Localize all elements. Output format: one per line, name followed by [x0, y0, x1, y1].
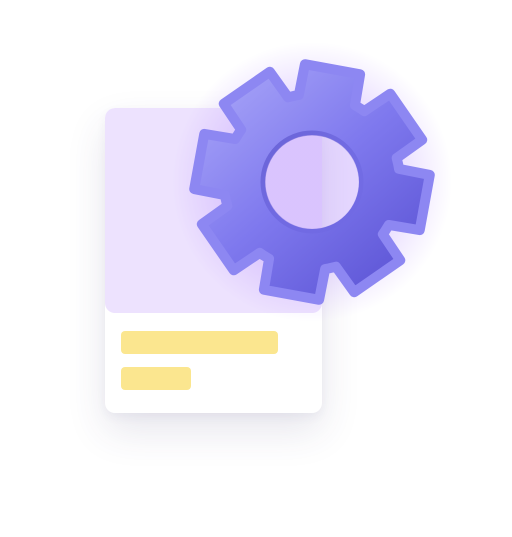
gear-body [189, 59, 435, 305]
placeholder-line-short [121, 367, 191, 390]
placeholder-line-long [121, 331, 278, 354]
settings-gear-icon [172, 42, 452, 322]
gear-hole-rim [260, 130, 364, 234]
